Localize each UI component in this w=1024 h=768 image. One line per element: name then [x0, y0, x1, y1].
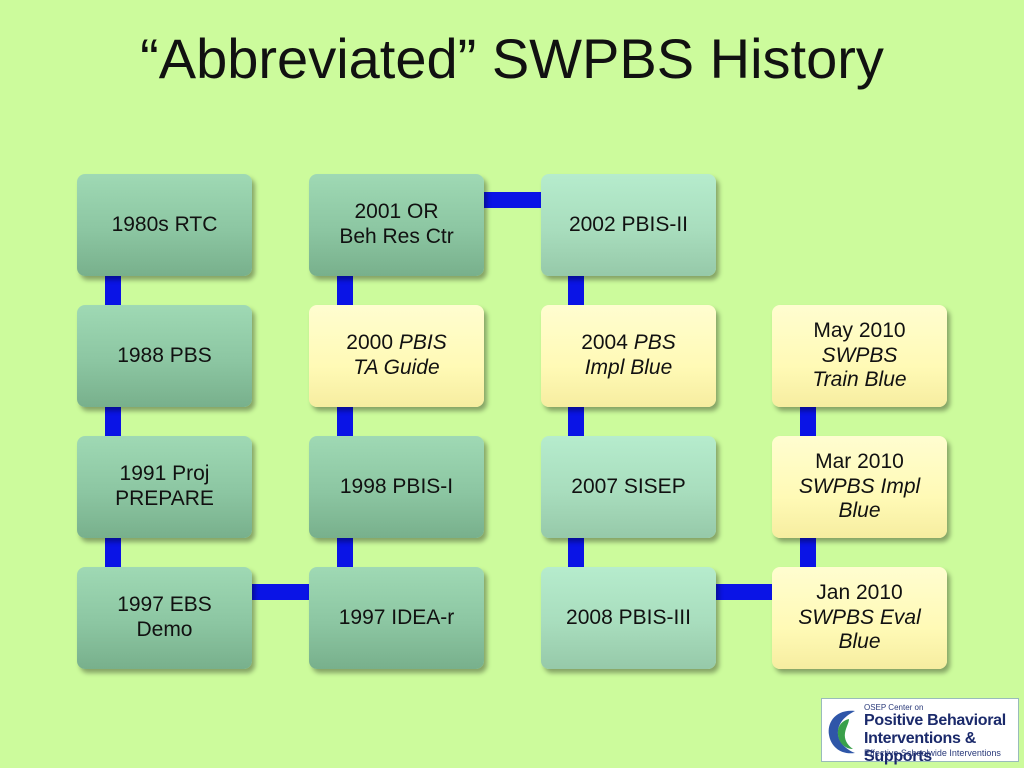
node-label: SWPBS Eval	[798, 605, 921, 629]
connector	[800, 405, 816, 441]
node-label: 2007 SISEP	[571, 474, 686, 498]
connector	[712, 584, 776, 600]
node-1998-pbis-i: 1998 PBIS-I	[309, 436, 484, 538]
node-label: SWPBS	[821, 343, 898, 367]
node-label: Train Blue	[812, 368, 907, 392]
connector	[105, 270, 121, 310]
pbis-logo: OSEP Center on Positive Behavioral Inter…	[821, 698, 1019, 765]
node-label: 1980s RTC	[111, 212, 218, 236]
pbis-logo-icon	[828, 710, 855, 754]
node-2007-sisep: 2007 SISEP	[541, 436, 716, 538]
node-1988-pbs: 1988 PBS	[77, 305, 252, 407]
node-label: 2002 PBIS-II	[568, 212, 689, 236]
node-label: Beh Res Ctr	[339, 225, 454, 248]
node-label: SWPBS Impl	[798, 474, 921, 498]
node-label: 2008 PBIS-III	[566, 605, 691, 629]
node-year: 2004	[581, 331, 628, 355]
logo-subtitle: OSEP Center on	[864, 703, 924, 712]
connector	[105, 536, 121, 572]
node-label: TA Guide	[353, 356, 440, 379]
node-label: PBIS	[398, 331, 447, 355]
node-label: 1997 IDEA-r	[338, 605, 455, 629]
node-label: 1998 PBIS-I	[339, 474, 454, 498]
logo-tagline: Effective Schoolwide Interventions	[864, 748, 1001, 758]
connector	[337, 536, 353, 572]
connector	[568, 405, 584, 441]
node-2008-pbis-iii: 2008 PBIS-III	[541, 567, 716, 669]
node-label: Jan 2010	[816, 580, 903, 604]
connector	[568, 536, 584, 572]
node-label: Blue	[838, 499, 881, 523]
node-label: PREPARE	[115, 487, 214, 510]
node-label: PBS	[633, 331, 676, 355]
node-label: Demo	[136, 618, 193, 641]
connector	[248, 584, 312, 600]
connector	[800, 536, 816, 572]
connector	[105, 405, 121, 441]
connector	[480, 192, 544, 208]
logo-line-1: Positive Behavioral	[864, 712, 1006, 729]
node-label: 1988 PBS	[117, 343, 212, 367]
node-label: 1991 Proj	[119, 462, 210, 486]
node-label: Impl Blue	[584, 356, 673, 379]
node-label: 1997 EBS	[117, 593, 212, 617]
connector	[568, 276, 584, 310]
node-1997-idea-r: 1997 IDEA-r	[309, 567, 484, 669]
connector	[337, 405, 353, 441]
node-1980s-rtc: 1980s RTC	[77, 174, 252, 276]
node-label: Blue	[838, 630, 881, 654]
connector	[337, 276, 353, 310]
node-year: 2000	[346, 331, 393, 355]
page-title: “Abbreviated” SWPBS History	[140, 27, 884, 90]
node-label: 2001 OR	[354, 200, 439, 224]
node-2002-pbis-ii: 2002 PBIS-II	[541, 174, 716, 276]
node-label: May 2010	[813, 318, 906, 342]
logo-line-2: Interventions & Supports	[864, 730, 976, 765]
node-label: Mar 2010	[815, 449, 904, 473]
